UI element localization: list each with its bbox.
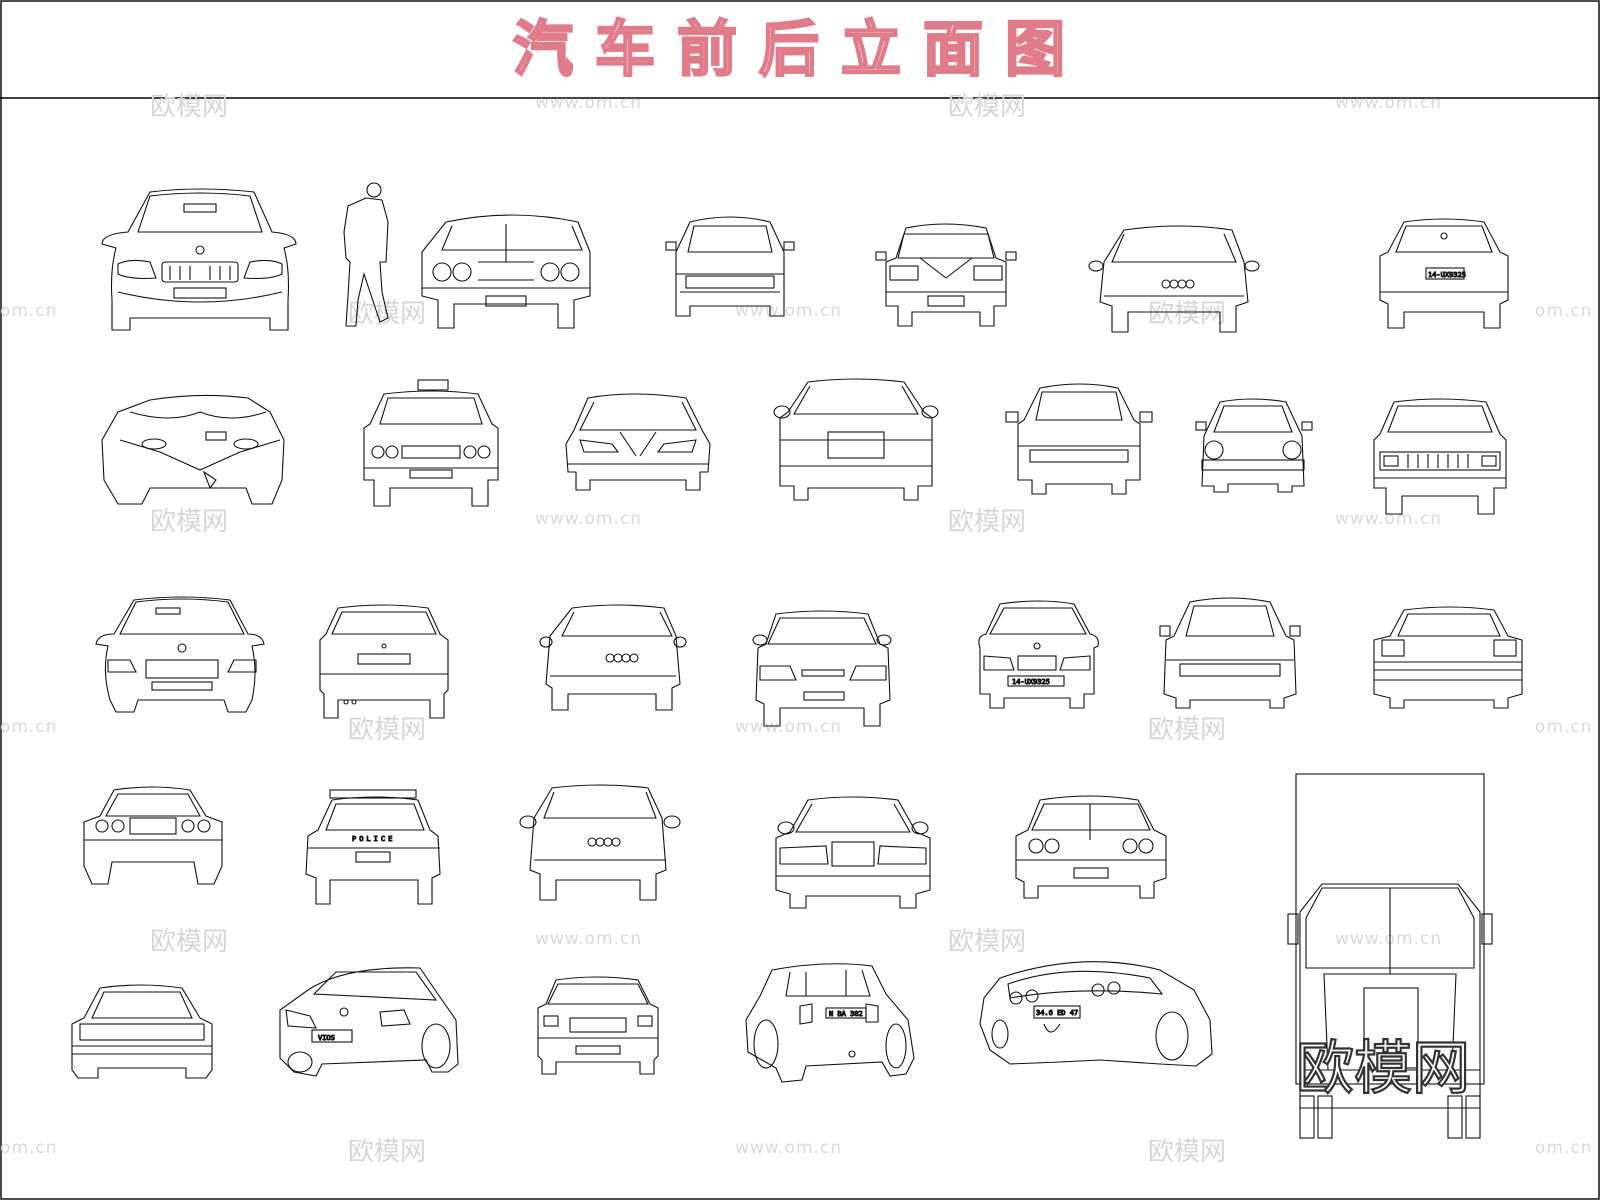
license-plate-text: 14-UX9325 <box>1428 271 1466 279</box>
car-elevation-coupe-front <box>1373 606 1523 709</box>
watermark-brand: 欧模网 <box>348 1137 426 1167</box>
car-elevation-mini-rear: N BA 382 <box>745 963 915 1083</box>
watermark-brand: 欧模网 <box>150 927 228 957</box>
car-elevation-sedan-front <box>101 188 297 331</box>
car-elevation-luxury-front <box>775 796 931 909</box>
license-plate-text: N BA 382 <box>829 1010 863 1018</box>
car-elevation-coupe-rear <box>71 984 213 1079</box>
car-elevation-luxury-front <box>773 378 939 501</box>
watermark-layer: 欧模网 www.om.cn 欧模网 www.om.cn om.cn 欧模网 ww… <box>0 92 1593 1167</box>
car-elevation-sportscar-rear <box>1005 383 1153 495</box>
car-elevation-sedan-front <box>95 596 265 713</box>
car-elevation-classic-front <box>421 214 591 329</box>
watermark-url: om.cn <box>0 717 58 737</box>
person-silhouette <box>343 182 389 327</box>
watermark-url: om.cn <box>1535 717 1593 737</box>
watermark-brand: 欧模网 <box>1148 299 1226 329</box>
watermark-url: om.cn <box>1535 1138 1593 1158</box>
license-plate-text: VIOS <box>318 1034 335 1042</box>
car-elevation-grille-front <box>1373 398 1507 515</box>
watermark-url: www.om.cn <box>1335 93 1442 113</box>
car-elevation-sedan-perspective: VIOS <box>279 967 459 1077</box>
watermark-url: www.om.cn <box>535 93 642 113</box>
watermark-url: www.om.cn <box>1335 929 1442 949</box>
car-elevation-concept-front <box>101 394 285 505</box>
watermark-url: om.cn <box>1535 301 1593 321</box>
watermark-url: www.om.cn <box>735 717 842 737</box>
watermark-brand: 欧模网 <box>348 715 426 745</box>
car-elevation-sedan-rear <box>1088 225 1260 333</box>
car-elevation-bmw-front: 14-UX9325 <box>978 600 1099 709</box>
watermark-brand: 欧模网 <box>150 92 228 122</box>
car-elevation-sedan-rear <box>539 604 687 711</box>
car-elevation-wedge-front <box>565 393 711 491</box>
car-elevation-classic-front <box>1015 795 1167 899</box>
watermark-url: www.om.cn <box>535 929 642 949</box>
watermark-brand: 欧模网 <box>948 507 1026 537</box>
watermark-brand: 欧模网 <box>1148 1137 1226 1167</box>
watermark-url: www.om.cn <box>535 509 642 529</box>
license-plate-text: 14-UX9325 <box>1012 678 1050 686</box>
watermark-url: www.om.cn <box>1335 509 1442 529</box>
car-elevation-classic-sedan-front <box>537 976 659 1075</box>
police-label: POLICE <box>352 835 395 843</box>
car-elevation-hatchback-front <box>875 223 1017 327</box>
watermark-large: 欧模网 <box>1296 1034 1470 1102</box>
car-elevation-taxi-front <box>363 379 499 507</box>
car-elevation-supercar-rear: 34.6 ED 47 <box>979 961 1213 1067</box>
car-elevation-roundlamp-front <box>1195 398 1313 493</box>
watermark-url: om.cn <box>0 1138 58 1158</box>
watermark-brand: 欧模网 <box>150 507 228 537</box>
car-elevation-sedan-front <box>752 610 892 727</box>
sheet-title: 汽车前后立面图 <box>513 15 1087 85</box>
car-elevation-sedan-rear-plate: 14-UX9325 <box>1379 218 1509 329</box>
car-elevation-truck-front <box>1287 773 1493 1139</box>
car-elevation-sedan-rear <box>319 604 449 719</box>
watermark-url: www.om.cn <box>735 1138 842 1158</box>
car-elevation-sportscar-rear-round <box>83 786 223 885</box>
watermark-url: www.om.cn <box>735 301 842 321</box>
car-elevation-sportscar-rear <box>1159 597 1301 709</box>
license-plate-text: 34.6 ED 47 <box>1036 1009 1078 1017</box>
car-elevation-sportscar-rear <box>665 216 795 317</box>
car-elevation-sedan-rear <box>519 784 681 901</box>
watermark-brand: 欧模网 <box>1148 715 1226 745</box>
watermark-url: om.cn <box>0 301 58 321</box>
car-elevation-police-rear: POLICE <box>305 789 441 905</box>
watermark-brand: 欧模网 <box>948 927 1026 957</box>
watermark-brand: 欧模网 <box>948 92 1026 122</box>
